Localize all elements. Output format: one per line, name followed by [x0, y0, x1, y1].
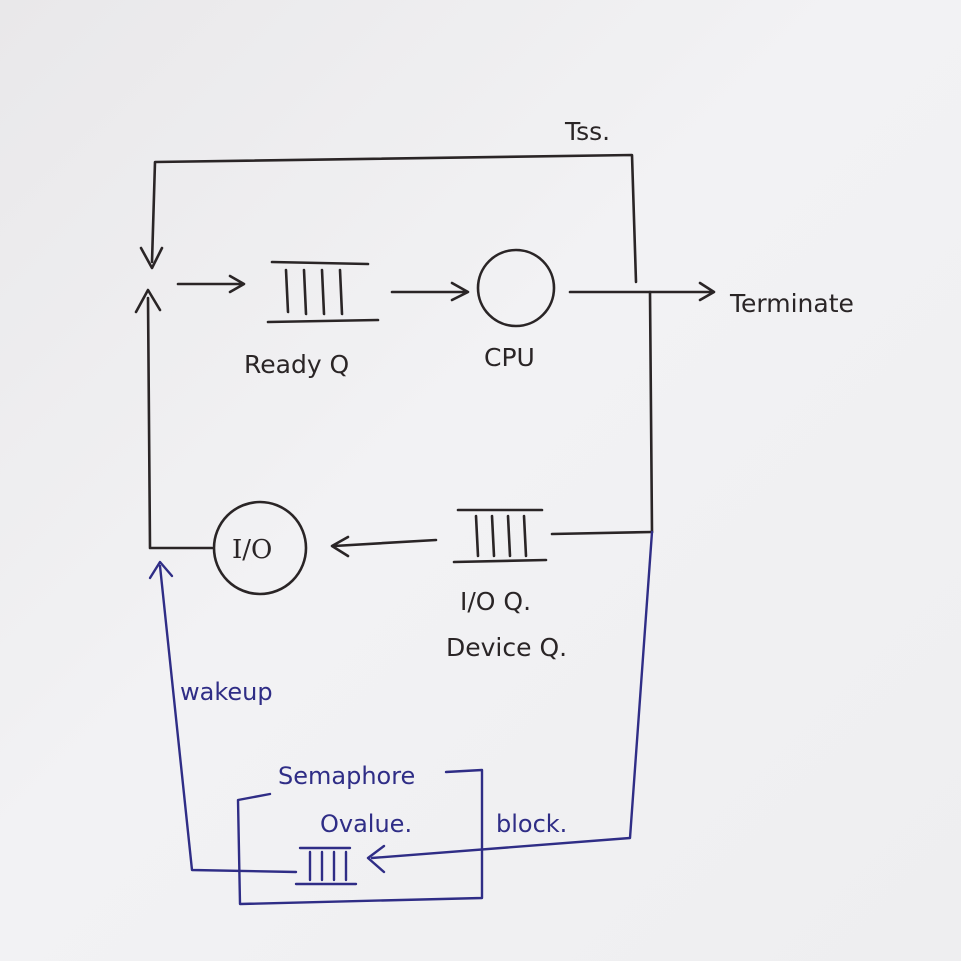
tss-label: Tss.	[564, 117, 610, 146]
ready-queue-label: Ready Q	[244, 350, 349, 379]
semaphore-box	[236, 768, 484, 906]
cpu-label: CPU	[484, 343, 535, 372]
block-path	[370, 530, 654, 860]
io-queue-label: I/O Q.	[460, 587, 531, 616]
io-return-line	[146, 296, 214, 550]
cpu-node	[476, 248, 556, 328]
cpu-to-io-path	[648, 290, 654, 534]
device-queue-label: Device Q.	[446, 633, 567, 662]
entry-arrow	[176, 274, 246, 294]
io-node-label: I/O	[232, 535, 272, 565]
io-return-arrowhead	[134, 288, 162, 314]
cpu-to-terminate-arrow	[568, 281, 716, 302]
wakeup-label: wakeup	[180, 678, 273, 706]
semaphore-label: Semaphore	[278, 762, 415, 790]
ioq-to-io-arrow	[330, 535, 438, 558]
ovalue-label: Ovalue.	[320, 810, 412, 838]
tss-loop-line	[150, 153, 638, 284]
block-label: block.	[496, 810, 567, 838]
semaphore-queue	[294, 846, 358, 886]
block-arrowhead	[366, 844, 386, 874]
wakeup-path	[158, 564, 298, 874]
ready-queue	[266, 260, 380, 324]
terminate-label: Terminate	[729, 289, 854, 318]
tss-loop-arrowhead	[139, 246, 164, 270]
wakeup-arrowhead	[148, 560, 174, 580]
io-queue	[452, 508, 548, 564]
to-io-queue-line	[550, 530, 654, 536]
ready-to-cpu-arrow	[390, 281, 470, 302]
io-node	[212, 500, 308, 596]
